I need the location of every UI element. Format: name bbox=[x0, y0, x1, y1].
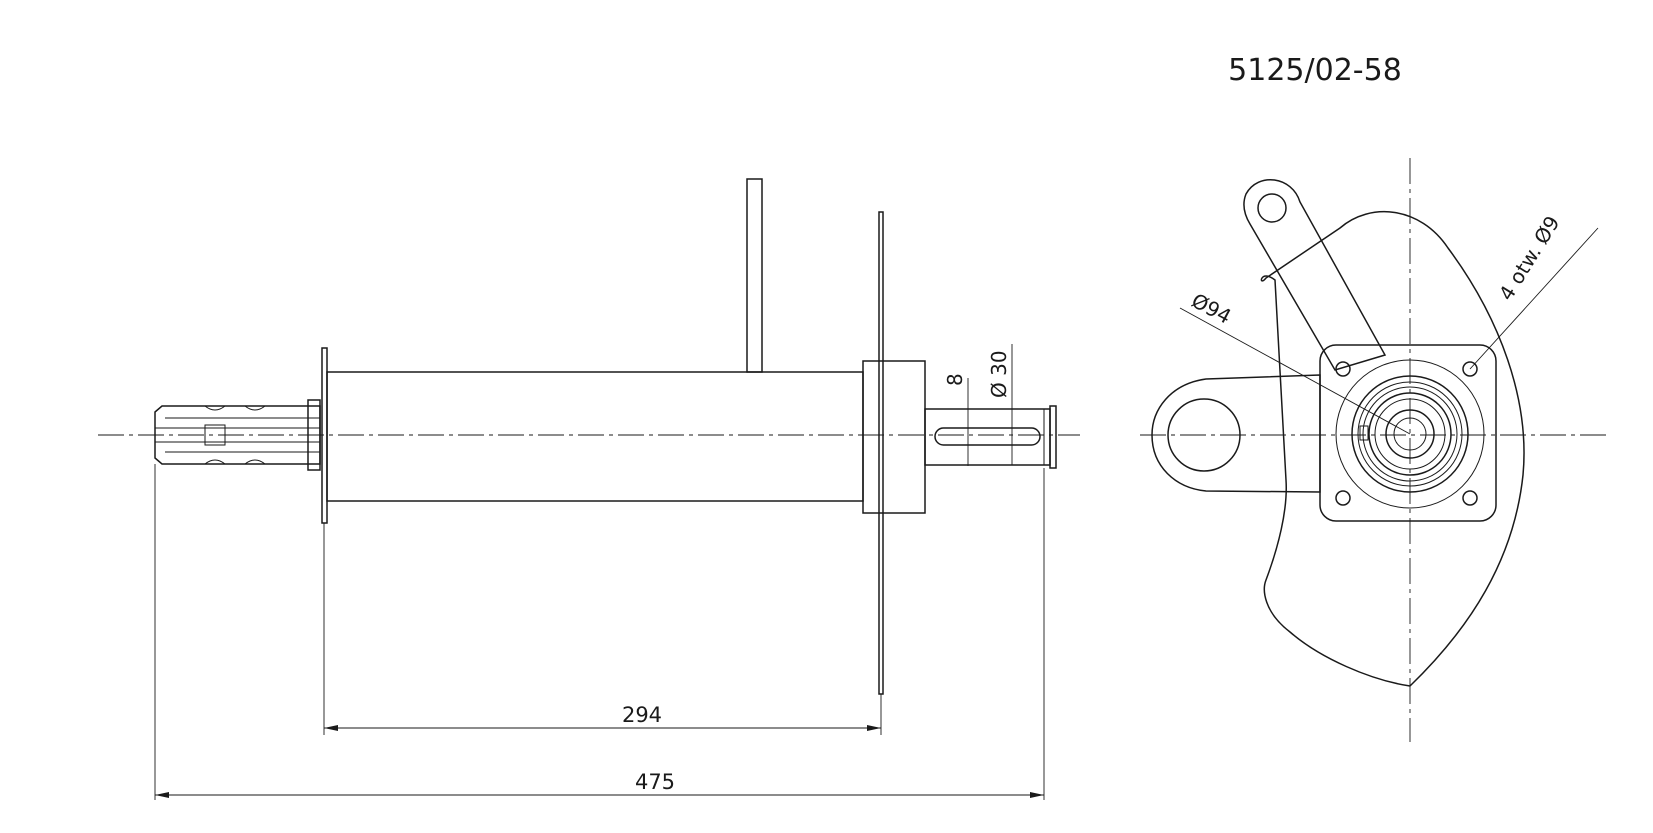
mounting-holes-leader: 4 otw. Ø9 bbox=[1469, 211, 1599, 370]
tube-housing bbox=[326, 371, 864, 502]
dimension-475: 475 bbox=[154, 464, 1045, 800]
output-shaft bbox=[924, 405, 1057, 469]
bolt-circle-label: Ø94 bbox=[1188, 288, 1236, 329]
side-view: Ø 30 8 294 475 bbox=[98, 178, 1080, 800]
key-width-dimension: 8 bbox=[943, 373, 974, 466]
mounting-plate bbox=[878, 211, 884, 695]
dimension-294: 294 bbox=[323, 523, 882, 735]
bearing-hub bbox=[862, 360, 926, 514]
key-width-label: 8 bbox=[943, 373, 967, 386]
splined-shaft-end bbox=[154, 399, 321, 471]
front-view: Ø94 4 otw. Ø9 bbox=[1140, 158, 1610, 742]
bearing-flange bbox=[1319, 344, 1497, 522]
lever-bar bbox=[746, 178, 763, 373]
drawing-number: 5125/02-58 bbox=[1228, 53, 1402, 88]
shaft-diameter-label: Ø 30 bbox=[987, 350, 1011, 398]
eye-bracket-hole bbox=[1167, 398, 1241, 472]
dimension-475-label: 475 bbox=[635, 770, 675, 794]
key-slot bbox=[934, 427, 1041, 446]
sector-plate bbox=[1260, 210, 1525, 687]
dimension-294-label: 294 bbox=[622, 703, 662, 727]
lever-arm bbox=[1243, 179, 1387, 371]
bearing-rings bbox=[1351, 375, 1469, 493]
shaft-diameter-dimension: Ø 30 bbox=[987, 344, 1018, 466]
eye-bracket bbox=[1151, 374, 1321, 493]
mounting-holes-label: 4 otw. Ø9 bbox=[1494, 211, 1565, 304]
